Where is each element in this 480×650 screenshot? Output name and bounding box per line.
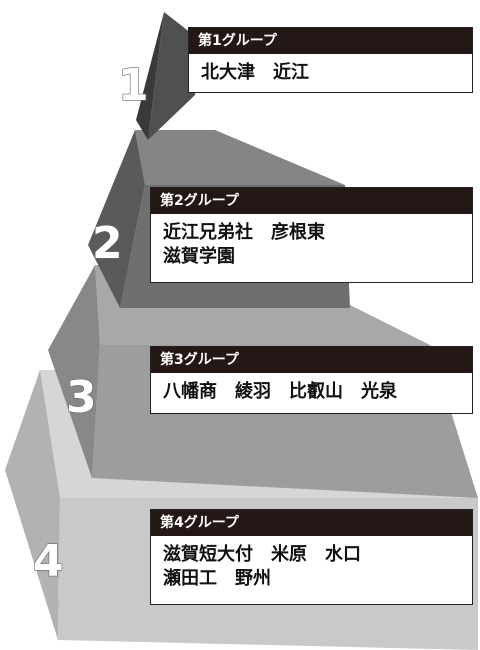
tier-2-top-face bbox=[135, 130, 345, 185]
tier-4-left-face bbox=[5, 370, 60, 640]
group-3-box: 第3グループ 八幡商 綾羽 比叡山 光泉 bbox=[150, 346, 473, 414]
group-1-box: 第1グループ 北大津 近江 bbox=[188, 27, 473, 93]
tier-number-1: 1 bbox=[118, 60, 149, 111]
group-4-title: 第4グループ bbox=[151, 510, 472, 536]
tier-3-left-face bbox=[48, 265, 100, 478]
group-4-line-2: 瀬田工 野州 bbox=[163, 568, 271, 589]
tier-1-right-face bbox=[148, 12, 200, 140]
tier-number-2: 2 bbox=[92, 218, 123, 269]
tier-2-left-face bbox=[88, 130, 145, 308]
tier-number-4: 4 bbox=[33, 536, 64, 587]
group-2-schools: 近江兄弟社 彦根東 滋賀学園 bbox=[151, 214, 472, 275]
group-2-line-1: 近江兄弟社 彦根東 bbox=[163, 222, 325, 243]
tier-number-3: 3 bbox=[66, 372, 97, 423]
group-4-schools: 滋賀短大付 米原 水口 瀬田工 野州 bbox=[151, 536, 472, 597]
group-2-box: 第2グループ 近江兄弟社 彦根東 滋賀学園 bbox=[150, 187, 473, 283]
group-2-line-2: 滋賀学園 bbox=[163, 246, 235, 267]
group-3-title: 第3グループ bbox=[151, 347, 472, 373]
tier-1-left-face bbox=[136, 12, 164, 140]
group-1-line-1: 北大津 近江 bbox=[201, 62, 309, 83]
group-1-schools: 北大津 近江 bbox=[189, 54, 472, 91]
group-3-line-1: 八幡商 綾羽 比叡山 光泉 bbox=[163, 381, 397, 402]
group-3-schools: 八幡商 綾羽 比叡山 光泉 bbox=[151, 373, 472, 410]
group-4-box: 第4グループ 滋賀短大付 米原 水口 瀬田工 野州 bbox=[150, 509, 473, 605]
group-2-title: 第2グループ bbox=[151, 188, 472, 214]
group-1-title: 第1グループ bbox=[189, 28, 472, 54]
group-4-line-1: 滋賀短大付 米原 水口 bbox=[163, 544, 361, 565]
